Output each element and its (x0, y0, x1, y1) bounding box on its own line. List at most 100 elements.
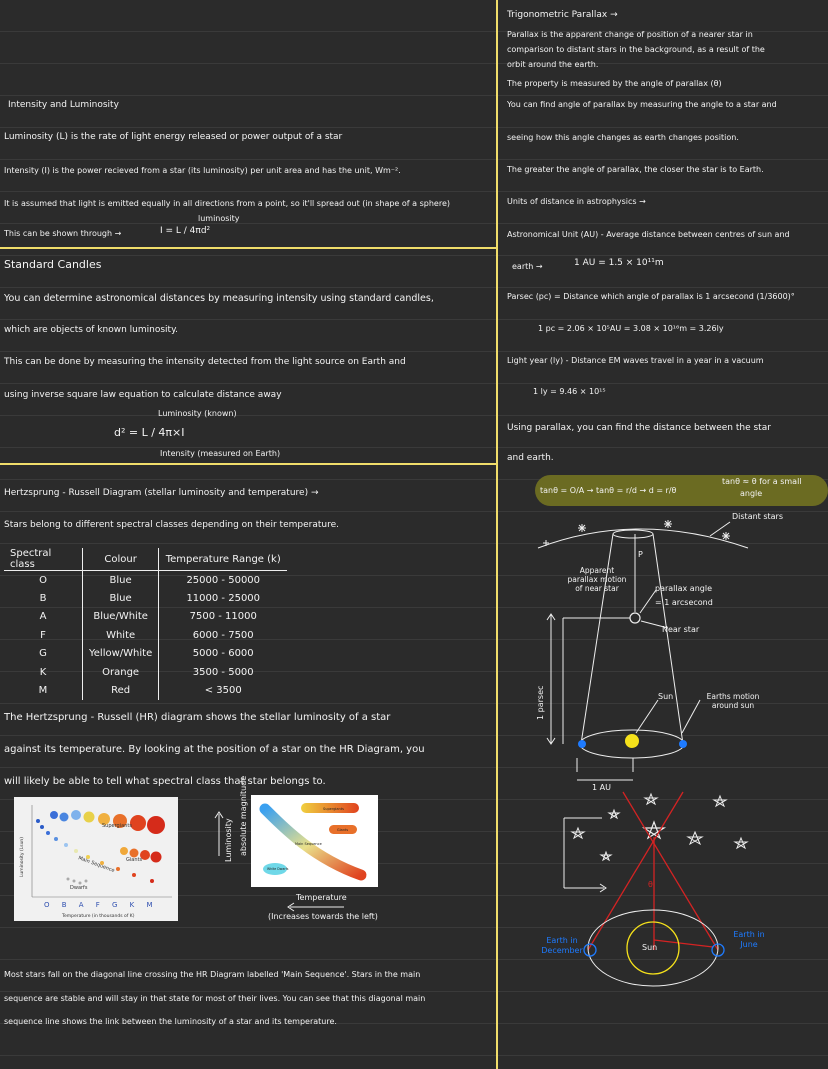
cell-class: G (4, 644, 83, 663)
parallax-diagram (537, 520, 749, 987)
parallax-formula: tanθ = O/A → tanθ = r/d → d = r/θ (540, 486, 677, 495)
light-year-value: 1 ly = 9.46 × 10¹⁵ (533, 387, 606, 396)
column-divider (496, 0, 498, 1069)
hr-diagram-illustration: Supergiants Giants Main Sequence White D… (251, 795, 378, 887)
parallax-line-6: seeing how this angle changes as earth c… (507, 133, 739, 142)
hr-title: Hertzsprung - Russell Diagram (stellar l… (4, 488, 319, 498)
cell-temperature: < 3500 (204, 685, 242, 697)
standard-candles-line-2: which are objects of known luminosity. (4, 325, 178, 335)
main-sequence-line-1: Most stars fall on the diagonal line cro… (4, 970, 421, 979)
intensity-title: Intensity and Luminosity (8, 100, 119, 110)
cell-colour: White (82, 626, 160, 645)
cell-colour: Blue (82, 589, 160, 608)
parallax-title: Trigonometric Parallax → (507, 10, 618, 20)
cell-class: M (4, 681, 83, 700)
hr-diagram-graphic: Supergiants Giants Main Sequence Dwarfs … (19, 805, 172, 919)
parallax-line-3: orbit around the earth. (507, 60, 599, 69)
cell-class: F (4, 626, 83, 645)
label-main-sequence: Main Sequence (77, 855, 115, 874)
cell-class: A (4, 607, 83, 627)
near-star-label: Near star (662, 625, 700, 634)
header-spectral-class: Spectral class (4, 548, 83, 571)
shown-through: This can be shown through → (4, 229, 122, 238)
hr-intro: Stars belong to different spectral class… (4, 520, 339, 530)
one-parsec-label: 1 parsec (536, 685, 545, 720)
small-angle-note-1: tanθ ≈ θ for a small (722, 477, 802, 486)
sun-lower-label: Sun (642, 943, 658, 952)
cell-colour: Red (82, 681, 160, 700)
fig2-absolute-magnitude-label: absolute magnitude (239, 775, 248, 856)
fig2-temperature-label: Temperature (296, 893, 347, 902)
cell-class: K (4, 662, 83, 682)
au-line-1: Astronomical Unit (AU) - Average distanc… (507, 230, 790, 239)
parallax-line-5: You can find angle of parallax by measur… (507, 100, 777, 109)
fig1-y-label: Luminosity (Lsun) (19, 837, 25, 877)
fig2-label-supergiants: Supergiants (323, 807, 344, 811)
units-title: Units of distance in astrophysics → (507, 197, 646, 206)
label-dwarfs: Dwarfs (70, 885, 88, 891)
parallax-line-7: The greater the angle of parallax, the c… (507, 165, 764, 174)
hr-diagram-photo: Supergiants Giants Main Sequence Dwarfs … (14, 797, 178, 921)
luminosity-definition: Luminosity (L) is the rate of light ener… (4, 132, 343, 142)
distance-formula: d² = L / 4π×I (114, 426, 185, 439)
luminosity-known-label: Luminosity (known) (158, 409, 237, 418)
earth-december-label: Earth in December (541, 936, 583, 955)
sphere-assumption: It is assumed that light is emitted equa… (4, 199, 450, 208)
section-divider-1 (0, 247, 496, 249)
cell-colour: Yellow/White (82, 644, 160, 663)
parsec-value: 1 pc = 2.06 × 10⁵AU = 3.08 × 10¹⁶m = 3.2… (538, 324, 724, 333)
hr-illustration-graphic: Supergiants Giants Main Sequence White D… (259, 803, 367, 881)
cell-colour: Blue (82, 570, 160, 590)
luminosity-note: luminosity (198, 214, 240, 223)
standard-candles-line-3: This can be done by measuring the intens… (4, 357, 406, 367)
standard-candles-line-1: You can determine astronomical distances… (4, 293, 434, 304)
earth-june-label: Earth in June (733, 930, 765, 949)
earth-motion-label: Earths motion around sun (706, 692, 760, 710)
apparent-motion-label: Apparent parallax motion of near star (567, 566, 627, 593)
label-supergiants: Supergiants (102, 823, 132, 829)
main-sequence-line-3: sequence line shows the link between the… (4, 1017, 337, 1026)
hr-paragraph-3: will likely be able to tell what spectra… (4, 776, 326, 787)
cell-temperature: 3500 - 5000 (192, 666, 254, 678)
label-giants: Giants (126, 857, 142, 863)
parallax-line-4: The property is measured by the angle of… (507, 79, 722, 88)
temperature-arrow (287, 902, 344, 912)
header-colour: Colour (82, 548, 160, 571)
hr-paragraph-2: against its temperature. By looking at t… (4, 744, 425, 755)
main-sequence-line-2: sequence are stable and will stay in tha… (4, 994, 426, 1003)
intensity-measured-label: Intensity (measured on Earth) (160, 449, 281, 458)
light-year-line: Light year (ly) - Distance EM waves trav… (507, 356, 764, 365)
standard-candles-line-4: using inverse square law equation to cal… (4, 390, 282, 400)
fig2-label-main-sequence: Main Sequence (295, 842, 322, 846)
cell-temperature: 25000 - 50000 (186, 574, 261, 586)
standard-candles-title: Standard Candles (4, 258, 102, 271)
cell-colour: Blue/White (82, 607, 160, 627)
header-temperature: Temperature Range (k) (158, 548, 288, 571)
small-angle-note-2: angle (740, 489, 763, 498)
using-parallax-line-2: and earth. (507, 453, 554, 463)
using-parallax-line-1: Using parallax, you can find the distanc… (507, 423, 771, 433)
intensity-formula: I = L / 4πd² (160, 226, 211, 236)
table-header-row: Spectral class Colour Temperature Range … (4, 548, 288, 571)
sun-label: Sun (658, 692, 674, 701)
section-divider-2 (0, 463, 496, 465)
cell-class: B (4, 589, 83, 608)
luminosity-arrow (214, 811, 224, 856)
theta-label: θ (648, 880, 653, 889)
parallax-line-1: Parallax is the apparent change of posit… (507, 30, 753, 39)
au-line-2: earth → (512, 262, 543, 271)
formula-highlight (535, 475, 828, 506)
fig2-label-white-dwarfs: White Dwarfs (267, 867, 289, 871)
cell-colour: Orange (82, 662, 160, 682)
cell-temperature: 7500 - 11000 (189, 611, 257, 623)
parallax-angle-label: parallax angle (655, 584, 712, 593)
au-value: 1 AU = 1.5 × 10¹¹m (574, 258, 664, 268)
parallax-line-2: comparison to distant stars in the backg… (507, 45, 765, 54)
cell-temperature: 5000 - 6000 (192, 648, 254, 660)
p-label: P (638, 550, 643, 559)
